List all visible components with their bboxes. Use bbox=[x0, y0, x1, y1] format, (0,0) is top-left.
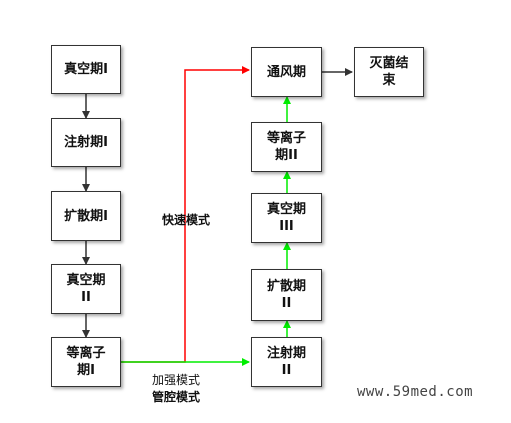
node-inject-2: 注射期 II bbox=[251, 337, 322, 387]
node-sterilization-end: 灭菌结 束 bbox=[354, 47, 424, 97]
node-plasma-1: 等离子 期I bbox=[51, 337, 121, 387]
node-ventilate: 通风期 bbox=[251, 47, 322, 97]
enhanced-mode-label: 加强模式 bbox=[152, 373, 201, 387]
lumen-mode-label: 管腔模式 bbox=[152, 390, 201, 404]
node-diffuse-2: 扩散期 II bbox=[251, 269, 322, 321]
node-diffuse-1: 扩散期I bbox=[51, 191, 121, 241]
site-watermark: www.59med.com bbox=[357, 384, 474, 400]
fast-mode-label: 快速模式 bbox=[162, 213, 211, 227]
node-vacuum-3: 真空期 III bbox=[251, 193, 322, 243]
node-vacuum-1: 真空期I bbox=[51, 45, 121, 94]
node-vacuum-2: 真空期 II bbox=[51, 264, 121, 314]
node-inject-1: 注射期I bbox=[51, 118, 121, 167]
node-plasma-2: 等离子 期II bbox=[251, 122, 322, 172]
